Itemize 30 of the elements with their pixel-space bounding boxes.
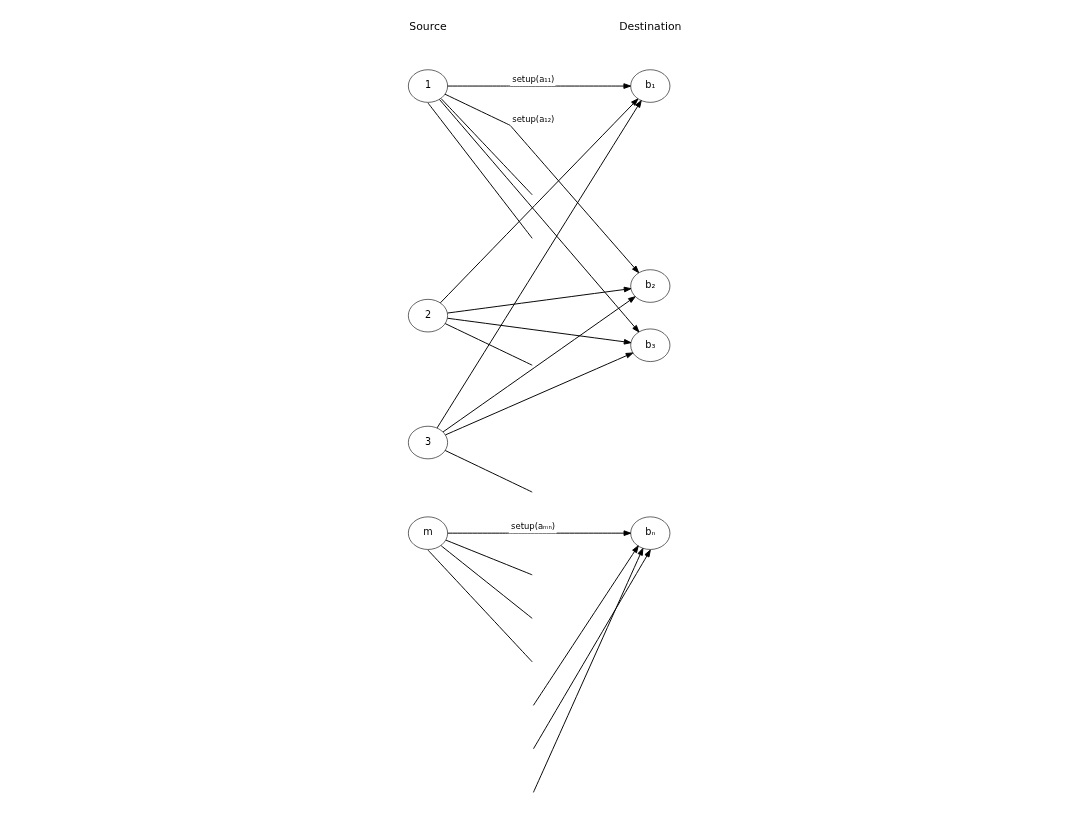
arrow — [532, 545, 643, 706]
node-ellipse: 1 — [407, 69, 448, 103]
node-ellipse: bₙ — [629, 516, 670, 550]
connector — [444, 450, 533, 493]
arrow — [532, 549, 651, 750]
node-ellipse: m — [407, 516, 448, 550]
arrow — [444, 93, 639, 274]
arrow — [446, 317, 631, 345]
connector — [444, 539, 533, 576]
label: Destination — [618, 19, 681, 33]
edge-label: setup(a₁₂) — [511, 113, 554, 124]
connector — [444, 323, 533, 366]
node-ellipse: b₁ — [629, 69, 670, 103]
arrow — [446, 83, 631, 89]
node-ellipse: b₃ — [629, 328, 670, 362]
arrow — [446, 286, 631, 314]
connector — [440, 98, 533, 196]
connector — [440, 545, 533, 619]
arrow — [446, 530, 631, 536]
connector — [427, 102, 533, 239]
arrow — [442, 296, 636, 433]
connector — [427, 549, 533, 663]
arrow — [444, 352, 633, 436]
arrow — [532, 545, 643, 793]
label: Source — [408, 19, 447, 33]
edge-label: setup(a₁₁) — [511, 74, 554, 85]
node-ellipse: 3 — [407, 425, 448, 460]
arrow — [436, 100, 642, 429]
edge-label: setup(aₘₙ) — [510, 521, 555, 532]
node-ellipse: 2 — [407, 299, 448, 333]
